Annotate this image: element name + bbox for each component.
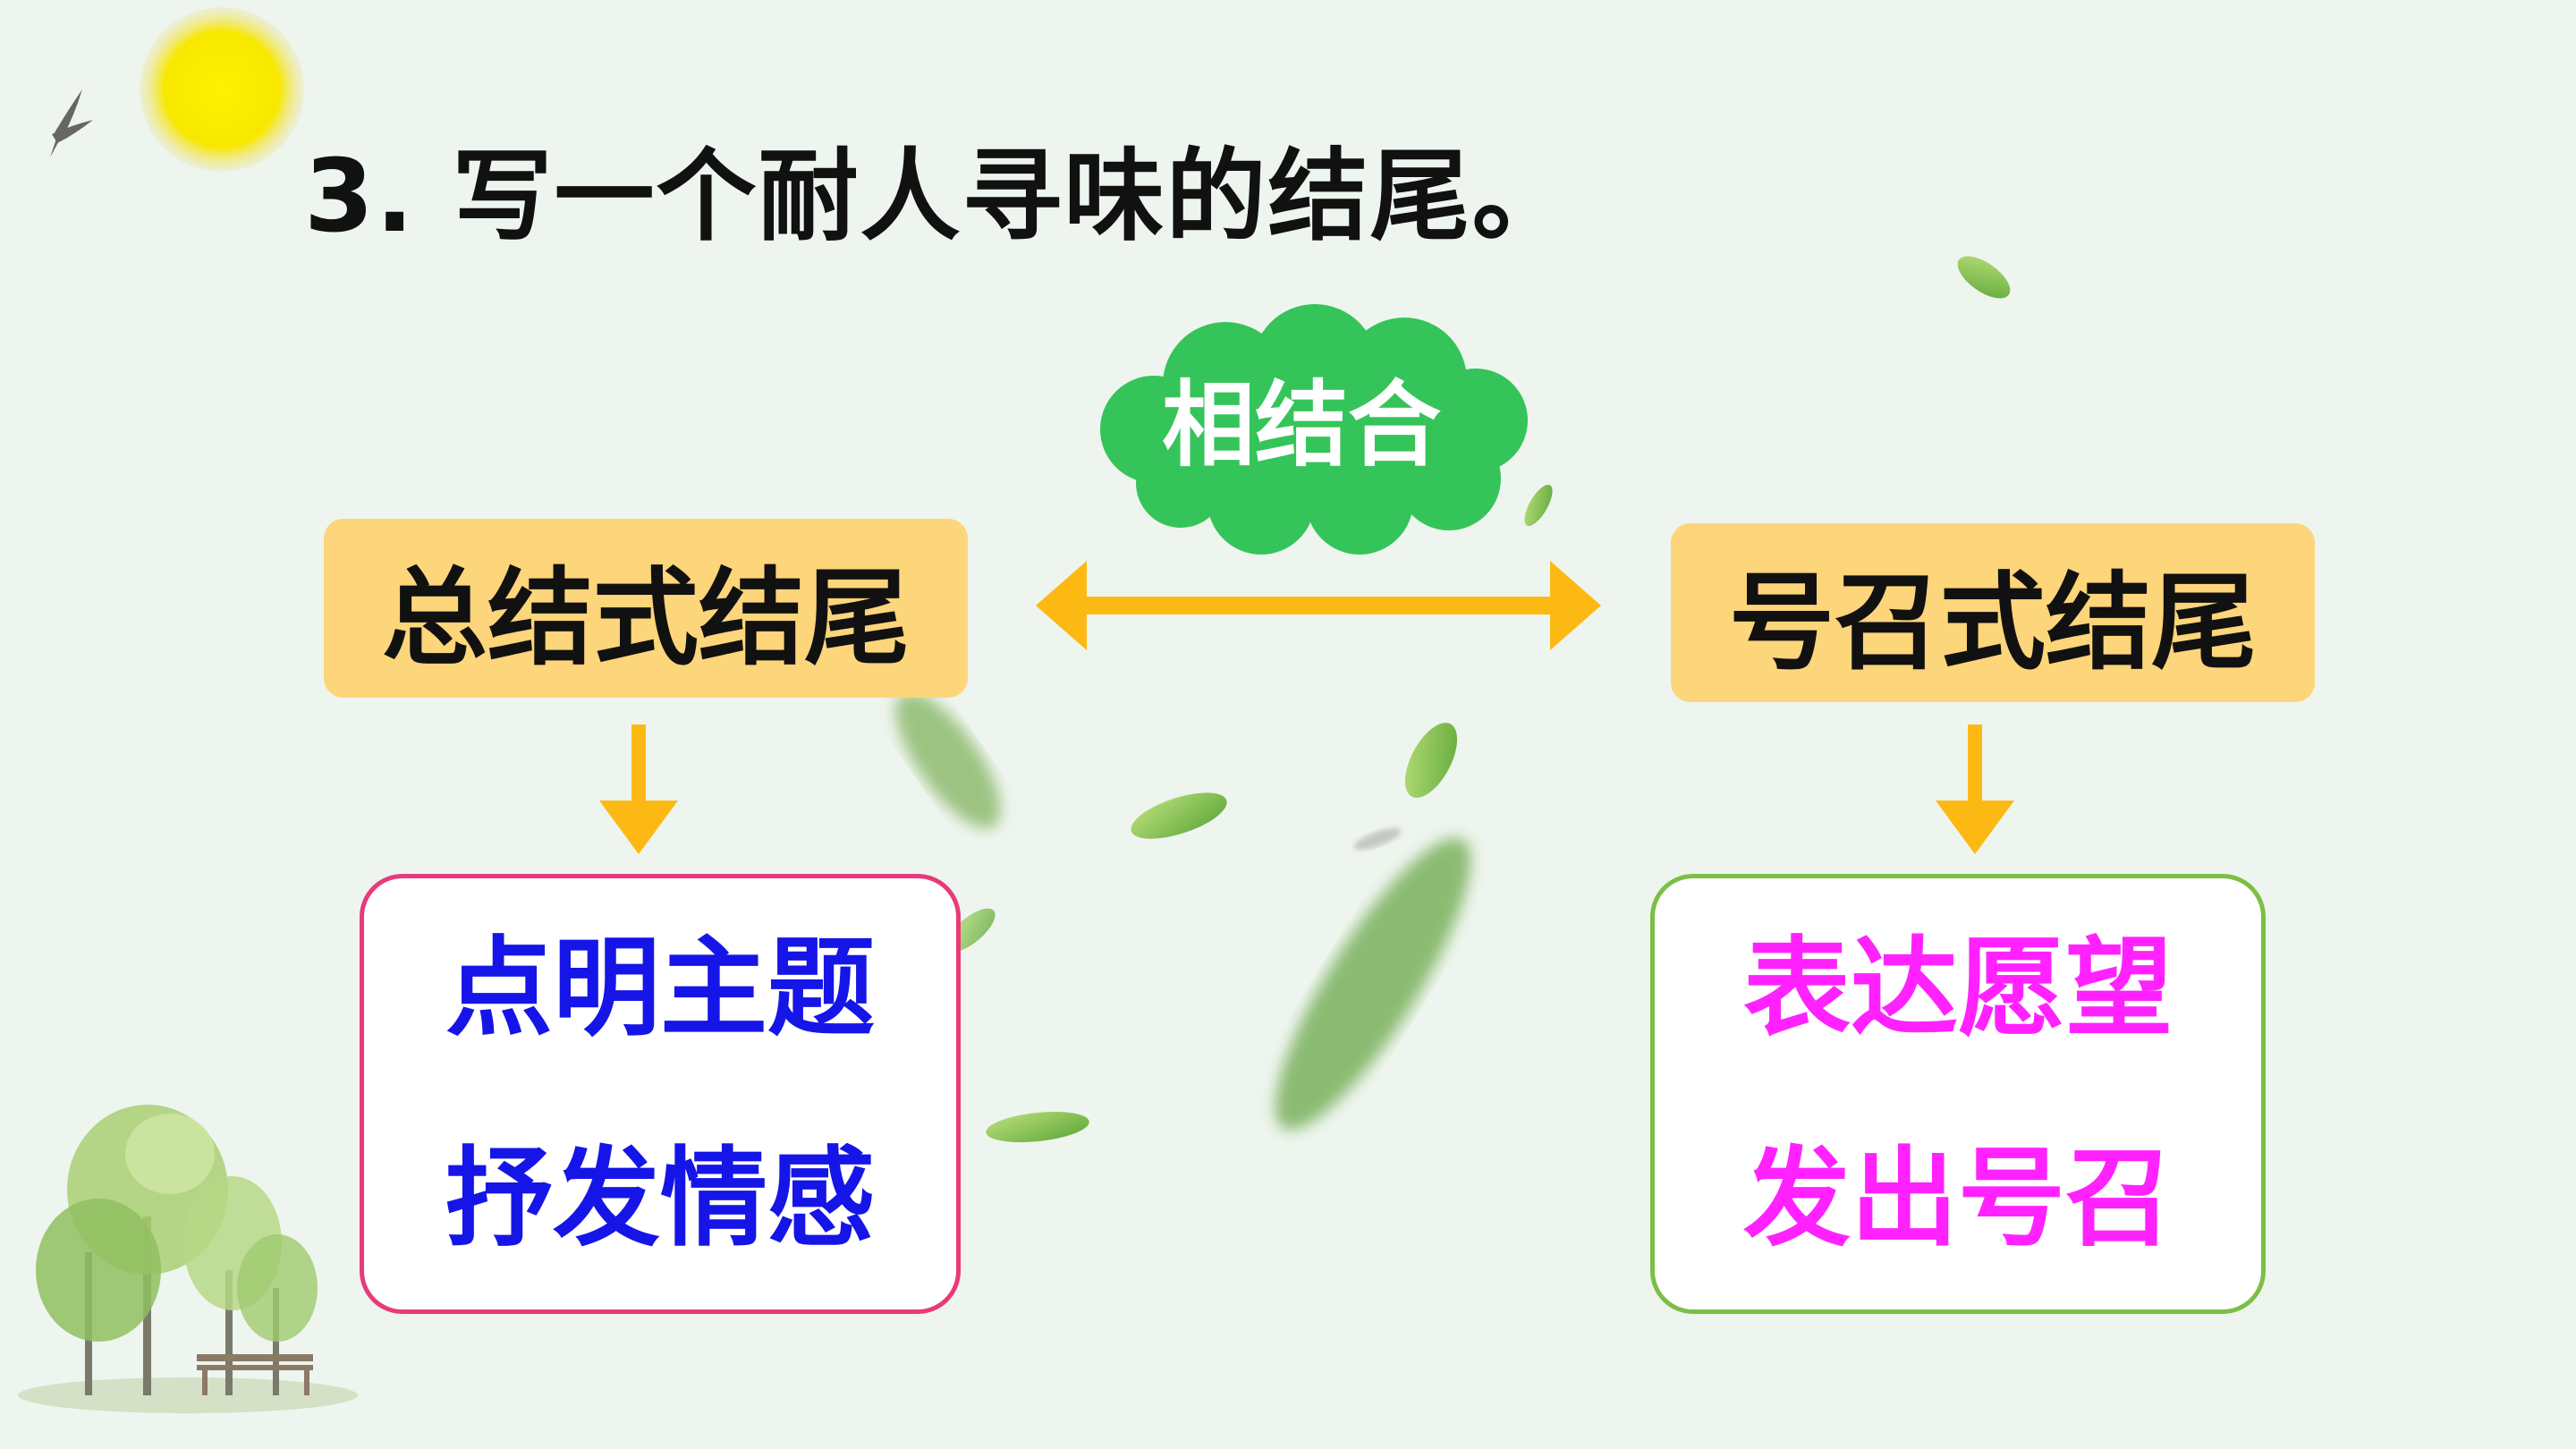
summary-ending-heading: 总结式结尾 bbox=[381, 555, 910, 680]
cloud-shape bbox=[1100, 304, 1528, 555]
summary-ending-box: 总结式结尾 bbox=[324, 519, 968, 698]
bench-icon bbox=[197, 1354, 313, 1395]
leaf-icon bbox=[895, 691, 1001, 829]
leaf-icon bbox=[986, 1111, 1089, 1143]
slide-title: 3. 写一个耐人寻味的结尾。 bbox=[304, 139, 1574, 255]
down-arrow-icon bbox=[599, 724, 678, 854]
detail-line: 发出号召 bbox=[1743, 1137, 2173, 1261]
leaf-icon bbox=[1524, 484, 1553, 527]
bird-icon bbox=[50, 89, 93, 157]
detail-line: 点明主题 bbox=[445, 927, 875, 1051]
leaf-icon bbox=[1131, 792, 1227, 839]
leaf-icon bbox=[1353, 827, 1402, 851]
sun-icon bbox=[140, 7, 304, 172]
appeal-ending-box: 号召式结尾 bbox=[1671, 523, 2315, 702]
trees-illustration bbox=[18, 1105, 358, 1413]
connector-label: 相结合 bbox=[1161, 370, 1441, 479]
detail-line: 抒发情感 bbox=[445, 1137, 875, 1261]
appeal-ending-heading: 号召式结尾 bbox=[1728, 560, 2257, 684]
down-arrow-icon bbox=[1936, 724, 2014, 854]
detail-line: 表达愿望 bbox=[1743, 927, 2173, 1051]
leaf-icon bbox=[1957, 256, 2011, 299]
appeal-ending-details: 表达愿望 发出号召 bbox=[1650, 874, 2266, 1314]
summary-ending-details: 点明主题 抒发情感 bbox=[360, 874, 961, 1314]
double-arrow-icon bbox=[1036, 561, 1601, 650]
leaf-icon bbox=[1404, 723, 1458, 798]
leaf-icon bbox=[1275, 837, 1471, 1131]
